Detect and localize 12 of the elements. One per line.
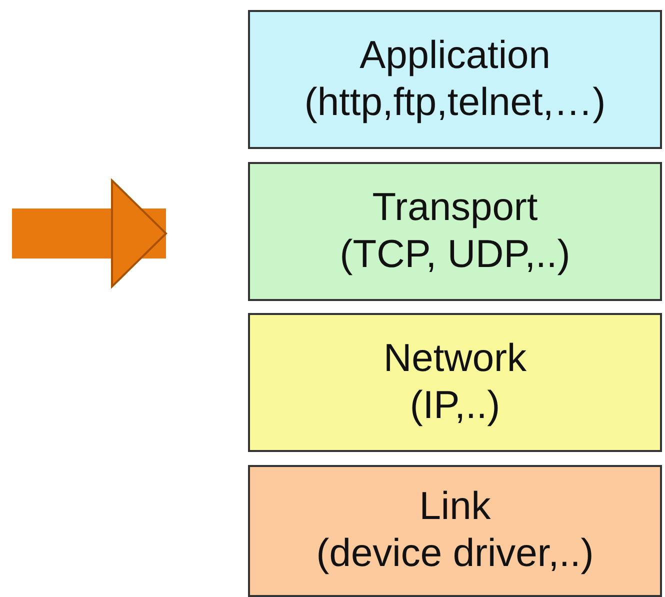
layer-box [248,313,662,452]
layer-box [248,162,662,301]
protocol-examples: (TCP, UDP,..) [340,232,570,278]
protocol-examples: (http,ftp,telnet,…) [304,80,606,126]
layer-box [248,10,662,149]
protocol-examples: (IP,..) [410,382,500,428]
layer-name: Network [383,336,527,382]
layer-box [248,465,662,597]
protocol-examples: (device driver,..) [316,531,594,577]
layer-name: Link [419,484,491,530]
layer-name: Application [360,32,550,79]
layer-name: Transport [372,184,538,231]
